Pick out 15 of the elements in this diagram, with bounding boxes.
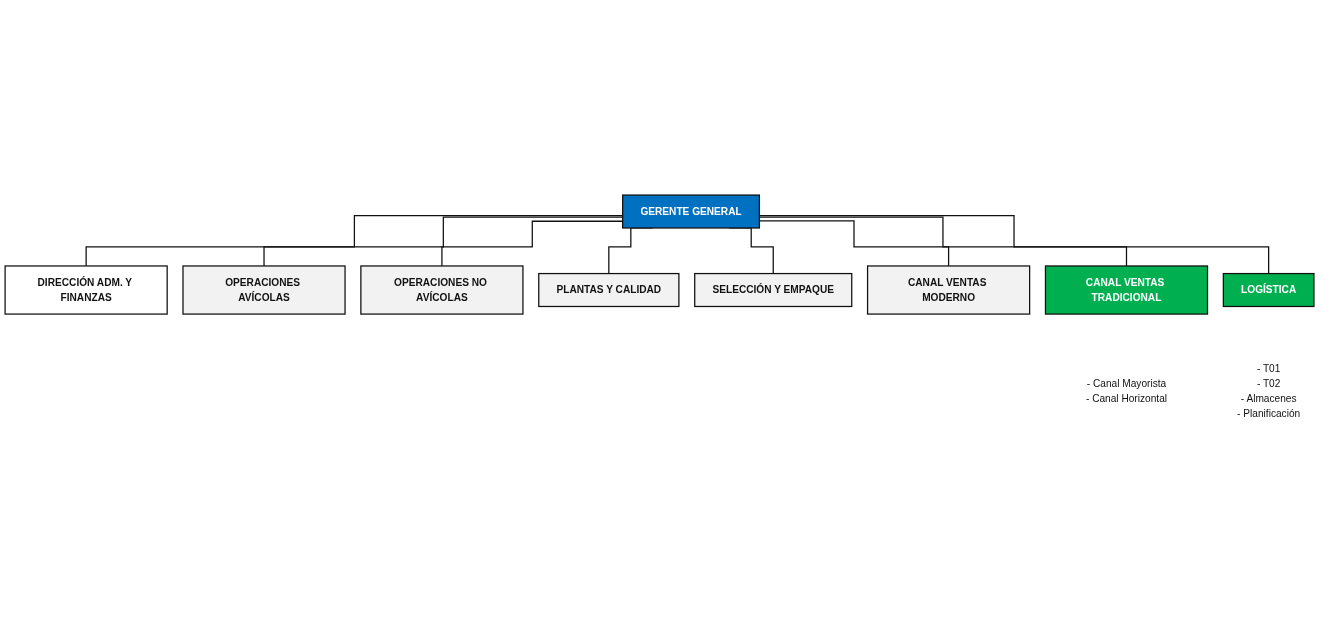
node-label: - Canal Mayorista bbox=[1086, 378, 1167, 389]
node-box: SELECCIÓN Y EMPAQUE bbox=[694, 273, 853, 308]
node-box: GERENTE GENERAL bbox=[622, 194, 761, 229]
node-box: LOGÍSTICA bbox=[1222, 273, 1315, 308]
node-label: - Canal Horizontal bbox=[1085, 393, 1168, 405]
node-box: OPERACIONES AVÍCOLAS bbox=[182, 265, 346, 315]
node-box: CANAL VENTAS TRADICIONAL bbox=[1044, 265, 1209, 315]
node-label: - Planificación bbox=[1237, 408, 1301, 420]
node-box: CANAL VENTAS MODERNO bbox=[866, 265, 1031, 315]
node-box: OPERACIONES NO AVÍCOLAS bbox=[360, 265, 524, 315]
node-label: - T01 bbox=[1256, 363, 1281, 374]
node-box: PLANTAS Y CALIDAD bbox=[538, 273, 680, 308]
node-box: DIRECCIÓN ADM. Y FINANZAS bbox=[4, 265, 168, 315]
node-label: - Almacenes bbox=[1240, 393, 1297, 405]
node-label: - T02 bbox=[1256, 378, 1281, 389]
